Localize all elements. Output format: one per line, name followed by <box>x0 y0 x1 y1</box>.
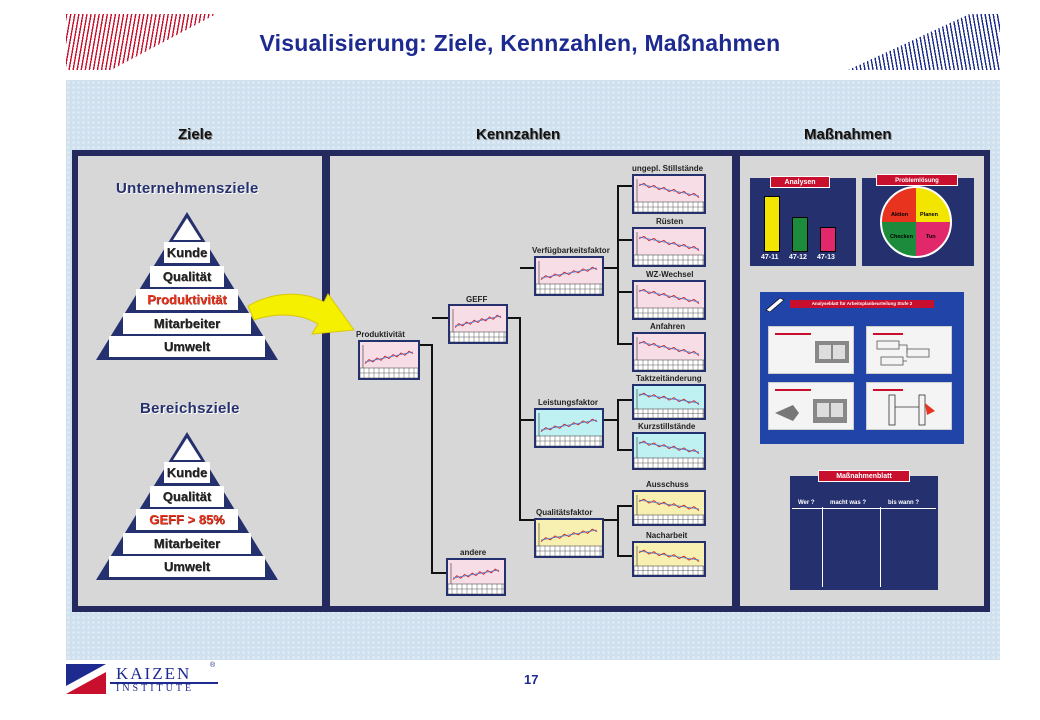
pyramid-apex <box>173 218 201 240</box>
analysen-bar-label: 47-13 <box>817 254 835 261</box>
chart-andere <box>446 558 506 596</box>
label-verfuegbarkeitsfaktor: Verfügbarkeitsfaktor <box>532 246 610 255</box>
analysen-bar-label: 47-12 <box>789 254 807 261</box>
analyseblatt-pane-3 <box>768 382 854 430</box>
massnahmenblatt-column-line <box>822 507 823 587</box>
analyseblatt-pane-4 <box>866 382 952 430</box>
chart-wz-wechsel <box>632 280 706 320</box>
pyramid-level: Umwelt <box>109 556 265 577</box>
chart-leistungsfaktor <box>534 408 604 448</box>
logo-registered-mark: ® <box>210 662 216 669</box>
pyramid-level: Qualität <box>150 265 224 287</box>
pyramid-level: Qualität <box>150 485 224 507</box>
tool-icon <box>775 389 847 423</box>
label-geff: GEFF <box>466 295 488 304</box>
pyramid-level: Mitarbeiter <box>122 532 252 554</box>
chart-ausschuss <box>632 490 706 526</box>
problemloesung-tag: Problemlösung <box>876 174 958 186</box>
pen-icon <box>765 297 785 312</box>
pdca-label-aktion: Aktion <box>891 212 909 218</box>
unternehmensziele-title: Unternehmensziele <box>116 180 259 197</box>
chart-anfahren <box>632 332 706 372</box>
page-number: 17 <box>524 672 539 687</box>
logo-text-institute: INSTITUTE <box>116 683 195 694</box>
chart-qualitaetsfaktor <box>534 518 604 558</box>
chart-kurzstillstaende <box>632 432 706 470</box>
label-kurzstillstaende: Kurzstillstände <box>638 422 696 431</box>
label-nacharbeit: Nacharbeit <box>646 531 688 540</box>
pdca-circle <box>880 186 952 258</box>
chart-taktzeitaenderung <box>632 384 706 420</box>
analysen-bar <box>792 217 808 252</box>
label-ausschuss: Ausschuss <box>646 480 689 489</box>
pdca-label-planen: Planen <box>920 212 939 218</box>
massnahmenblatt-divider <box>792 508 936 509</box>
column-header-ziele: Ziele <box>178 126 213 143</box>
slide-title: Visualisierung: Ziele, Kennzahlen, Maßna… <box>259 30 781 56</box>
pdca-label-tun: Tun <box>926 234 936 240</box>
pyramid-level: GEFF > 85% <box>136 509 238 530</box>
chart-produktivitaet <box>358 340 420 380</box>
pyramid-level: Mitarbeiter <box>122 312 252 334</box>
machine-icon <box>775 333 849 363</box>
flowchart-icon <box>873 333 930 366</box>
chart-verfuegbarkeitsfaktor <box>534 256 604 296</box>
label-produktivitaet: Produktivität <box>356 330 405 339</box>
analysen-bar-label: 47-11 <box>761 254 779 261</box>
logo-text-kaizen: KAIZEN <box>116 664 192 683</box>
massnahmenblatt-tag: Maßnahmenblatt <box>818 470 910 482</box>
massnahmenblatt-header-bis: bis wann ? <box>888 500 920 506</box>
label-anfahren: Anfahren <box>650 322 686 331</box>
column-header-massnahmen: Maßnahmen <box>804 126 892 143</box>
label-taktzeitaenderung: Taktzeitänderung <box>636 374 702 383</box>
chart-geff <box>448 304 508 344</box>
logo-divider <box>110 682 218 684</box>
chart-stillstaende <box>632 174 706 214</box>
label-qualitaetsfaktor: Qualitätsfaktor <box>536 508 593 517</box>
pdca-label-checken: Checken <box>890 234 913 240</box>
pyramid-level: Kunde <box>163 242 211 263</box>
label-ruesten: Rüsten <box>656 217 684 226</box>
pyramid-level: Umwelt <box>109 336 265 357</box>
label-wz-wechsel: WZ-Wechsel <box>646 270 694 279</box>
pyramid-apex <box>173 438 201 460</box>
analysen-tag: Analysen <box>770 176 830 188</box>
massnahmenblatt-header-was: macht was ? <box>830 500 867 506</box>
label-stillstaende: ungepl. Stillstände <box>632 164 704 173</box>
pyramid-level: Kunde <box>163 462 211 483</box>
analysen-bar <box>764 196 780 252</box>
column-header-kennzahlen: Kennzahlen <box>476 126 561 143</box>
analyseblatt-tag: Analyseblatt für Arbeitsplanbeurteilung … <box>790 300 934 308</box>
analysen-bar <box>820 227 836 252</box>
analyseblatt-pane-2 <box>866 326 952 374</box>
bracket-icon <box>873 389 935 426</box>
label-leistungsfaktor: Leistungsfaktor <box>538 398 599 407</box>
massnahmenblatt-header-wer: Wer ? <box>798 500 815 506</box>
kaizen-logo-icon <box>66 664 106 694</box>
massnahmenblatt-column-line <box>880 507 881 587</box>
chart-ruesten <box>632 227 706 267</box>
yellow-arrow-icon <box>247 293 355 335</box>
massnahmenblatt-panel <box>790 476 938 590</box>
chart-nacharbeit <box>632 541 706 577</box>
pyramid-level: Produktivität <box>136 289 238 310</box>
label-andere: andere <box>460 548 487 557</box>
bereichsziele-title: Bereichsziele <box>140 400 240 417</box>
analyseblatt-pane-1 <box>768 326 854 374</box>
